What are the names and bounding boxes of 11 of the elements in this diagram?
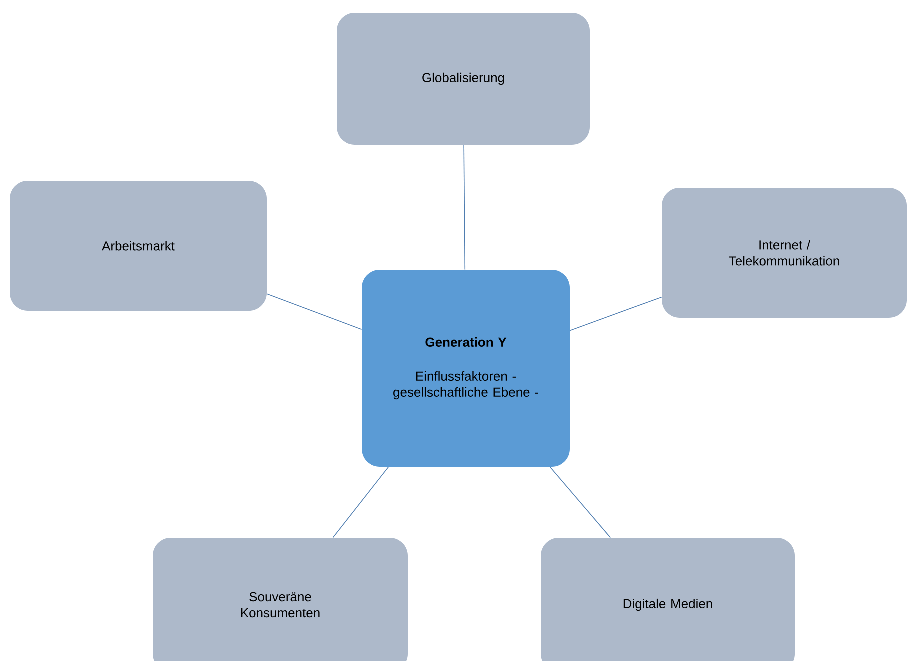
factor-box: Internet / Telekommunikation: [662, 188, 907, 318]
factor-box: Digitale Medien: [541, 538, 795, 661]
factor-box: Arbeitsmarkt: [10, 181, 267, 311]
connector-line: [464, 144, 466, 270]
connector-line: [550, 466, 612, 538]
factor-box: Souveräne Konsumenten: [153, 538, 408, 661]
central-box: Generation Y Einflussfaktoren - gesellschaftliche Ebene -: [362, 270, 570, 467]
connector-line: [332, 466, 389, 538]
connector-line: [570, 296, 662, 332]
connector-line: [266, 294, 362, 330]
factor-box: Globalisierung: [337, 13, 590, 145]
